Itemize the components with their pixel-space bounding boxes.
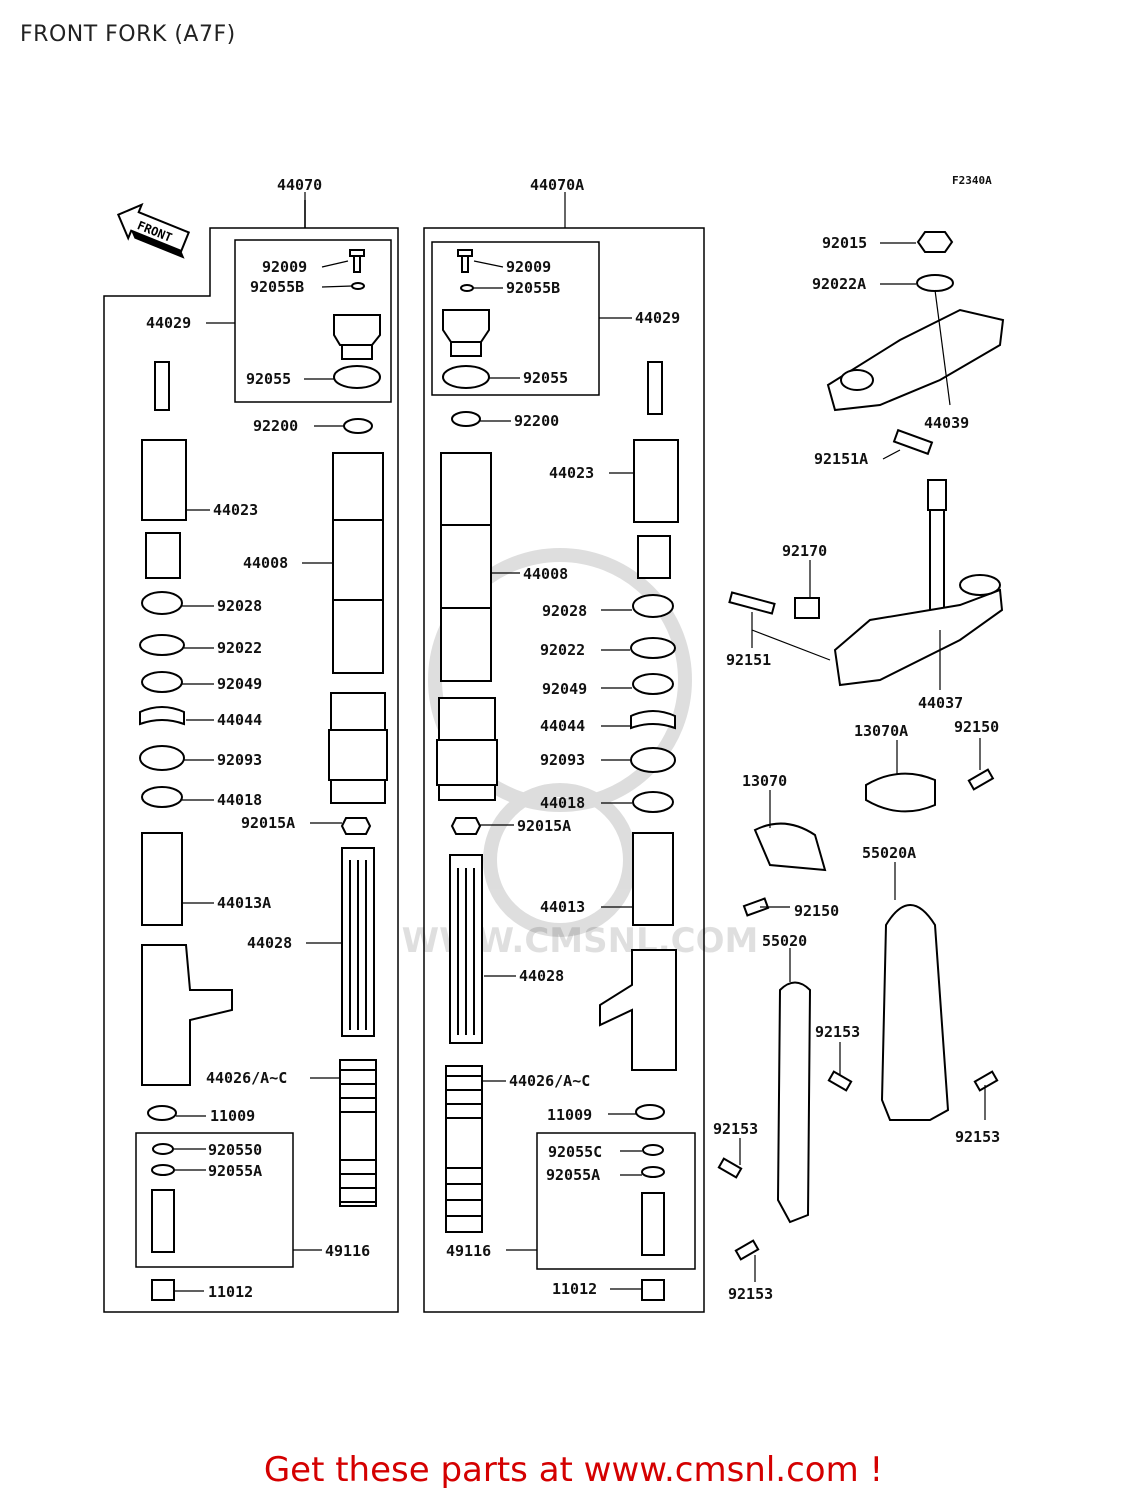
- label-44026-right: 44026/A~C: [509, 1072, 590, 1090]
- steering-and-guard-parts: [717, 231, 1005, 1261]
- label-92055-right: 92055: [523, 369, 568, 387]
- label-92150-lower: 92150: [794, 902, 839, 920]
- label-92055A-right: 92055A: [546, 1166, 600, 1184]
- label-92022-right: 92022: [540, 641, 585, 659]
- figure-code: F2340A: [952, 174, 992, 187]
- label-92015A: 92015A: [241, 814, 295, 832]
- label-44018-right: 44018: [540, 794, 585, 812]
- label-92028-right: 92028: [542, 602, 587, 620]
- label-92022A: 92022A: [812, 275, 866, 293]
- label-92200-right: 92200: [514, 412, 559, 430]
- label-92055: 92055: [246, 370, 291, 388]
- footer-link-text[interactable]: Get these parts at www.cmsnl.com !: [263, 1450, 884, 1490]
- label-55020A: 55020A: [862, 844, 916, 862]
- label-92151: 92151: [726, 651, 771, 669]
- label-92015: 92015: [822, 234, 867, 252]
- left-fork-assembly-box: [103, 200, 399, 1313]
- label-92153-d: 92153: [728, 1285, 773, 1303]
- label-92153-c: 92153: [713, 1120, 758, 1138]
- label-11012-right: 11012: [552, 1280, 597, 1298]
- front-arrow-icon: FRONT: [116, 202, 191, 259]
- label-13070: 13070: [742, 772, 787, 790]
- leader-lines: [174, 242, 986, 1292]
- label-92150-upper: 92150: [954, 718, 999, 736]
- label-92153-b: 92153: [955, 1128, 1000, 1146]
- label-92009-right: 92009: [506, 258, 551, 276]
- label-49116-right: 49116: [446, 1242, 491, 1260]
- label-44070A: 44070A: [530, 176, 584, 194]
- label-44013A: 44013A: [217, 894, 271, 912]
- label-92200: 92200: [253, 417, 298, 435]
- label-13070A: 13070A: [854, 722, 908, 740]
- label-92093: 92093: [217, 751, 262, 769]
- label-44028-right: 44028: [519, 967, 564, 985]
- label-44039: 44039: [924, 414, 969, 432]
- label-92009: 92009: [262, 258, 307, 276]
- label-11009: 11009: [210, 1107, 255, 1125]
- label-92028: 92028: [217, 597, 262, 615]
- label-11009-right: 11009: [547, 1106, 592, 1124]
- label-44029: 44029: [146, 314, 191, 332]
- label-44008-right: 44008: [523, 565, 568, 583]
- label-44028: 44028: [247, 934, 292, 952]
- label-44029-right: 44029: [635, 309, 680, 327]
- label-44044-right: 44044: [540, 717, 585, 735]
- left-fork-parts: [139, 249, 388, 1301]
- label-92151A: 92151A: [814, 450, 868, 468]
- label-92055A: 92055A: [208, 1162, 262, 1180]
- label-44044: 44044: [217, 711, 262, 729]
- label-92153-a: 92153: [815, 1023, 860, 1041]
- label-44008: 44008: [243, 554, 288, 572]
- label-92170: 92170: [782, 542, 827, 560]
- label-44070: 44070: [277, 176, 322, 194]
- right-fork-parts: [436, 249, 679, 1301]
- label-92049: 92049: [217, 675, 262, 693]
- label-44013-right: 44013: [540, 898, 585, 916]
- label-92055B-right: 92055B: [506, 279, 560, 297]
- label-44023: 44023: [213, 501, 258, 519]
- label-44018: 44018: [217, 791, 262, 809]
- label-44023-right: 44023: [549, 464, 594, 482]
- label-92015A-right: 92015A: [517, 817, 571, 835]
- label-92055C-right: 92055C: [548, 1143, 602, 1161]
- label-92055B: 92055B: [250, 278, 304, 296]
- label-44026: 44026/A~C: [206, 1069, 287, 1087]
- label-49116: 49116: [325, 1242, 370, 1260]
- part-labels: 44070 44070A 92009 92055B 44029 92055 92…: [146, 176, 1000, 1303]
- label-92049-right: 92049: [542, 680, 587, 698]
- label-11012: 11012: [208, 1283, 253, 1301]
- label-92055C-left: 920550: [208, 1141, 262, 1159]
- page-title: FRONT FORK (A7F): [20, 22, 236, 47]
- label-92022: 92022: [217, 639, 262, 657]
- label-92093-right: 92093: [540, 751, 585, 769]
- label-44037: 44037: [918, 694, 963, 712]
- label-55020: 55020: [762, 932, 807, 950]
